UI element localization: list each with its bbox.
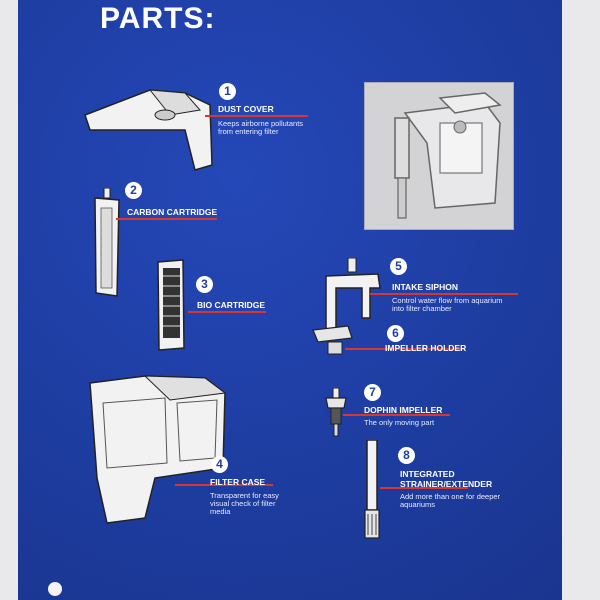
part-2-number: 2 bbox=[125, 182, 142, 199]
dophin-impeller-drawing bbox=[325, 388, 347, 437]
part-1-desc-1: Keeps airborne pollutants bbox=[218, 119, 304, 128]
assembled-filter-image bbox=[365, 83, 513, 229]
strainer-extender-drawing bbox=[364, 440, 380, 539]
part-5-name: INTAKE SIPHON bbox=[392, 282, 458, 292]
part-6-number: 6 bbox=[387, 325, 404, 342]
intake-siphon-drawing bbox=[312, 258, 381, 355]
part-6-rule bbox=[345, 348, 463, 350]
part-8-name-line-1: INTEGRATED bbox=[400, 469, 455, 479]
assembled-filter-photo bbox=[364, 82, 514, 230]
part-3-rule bbox=[188, 311, 266, 313]
carbon-cartridge-drawing bbox=[94, 188, 120, 297]
part-7-rule bbox=[343, 414, 450, 416]
part-4-desc-2: visual check of filter bbox=[210, 499, 276, 508]
part-4-number: 4 bbox=[211, 456, 228, 473]
part-4-rule bbox=[175, 484, 273, 486]
part-5-desc-2: into filter chamber bbox=[392, 304, 452, 313]
part-8-desc-1: Add more than one for deeper bbox=[400, 492, 501, 501]
part-3-number: 3 bbox=[196, 276, 213, 293]
part-6-name: IMPELLER HOLDER bbox=[385, 343, 467, 353]
page-title: PARTS: bbox=[100, 2, 216, 35]
filter-case-drawing bbox=[89, 375, 227, 524]
part-7-number: 7 bbox=[364, 384, 381, 401]
part-1-desc-2: from entering filter bbox=[218, 127, 279, 136]
part-5-number: 5 bbox=[390, 258, 407, 275]
white-dot bbox=[48, 582, 62, 596]
part-2-rule bbox=[116, 218, 217, 220]
part-5-desc-1: Control water flow from aquarium bbox=[392, 296, 503, 305]
part-3-name: BIO CARTRIDGE bbox=[197, 300, 265, 310]
bio-cartridge-drawing bbox=[157, 259, 185, 351]
part-7-desc-1: The only moving part bbox=[364, 418, 435, 427]
part-1-rule bbox=[205, 115, 308, 117]
part-5-rule bbox=[370, 293, 518, 295]
dust-cover-drawing bbox=[84, 89, 213, 171]
part-4-name: FILTER CASE bbox=[210, 477, 266, 487]
part-4-desc-3: media bbox=[210, 507, 231, 516]
part-7-name: DOPHIN IMPELLER bbox=[364, 405, 443, 415]
part-8-number: 8 bbox=[398, 447, 415, 464]
part-8-desc-2: aquariums bbox=[400, 500, 436, 509]
part-4-desc-1: Transparent for easy bbox=[210, 491, 279, 500]
part-8-rule bbox=[380, 487, 468, 489]
part-2-name: CARBON CARTRIDGE bbox=[127, 207, 218, 217]
part-1-number: 1 bbox=[219, 83, 236, 100]
part-8-name-line-2: STRAINER/EXTENDER bbox=[400, 479, 493, 489]
part-1-name: DUST COVER bbox=[218, 104, 274, 114]
